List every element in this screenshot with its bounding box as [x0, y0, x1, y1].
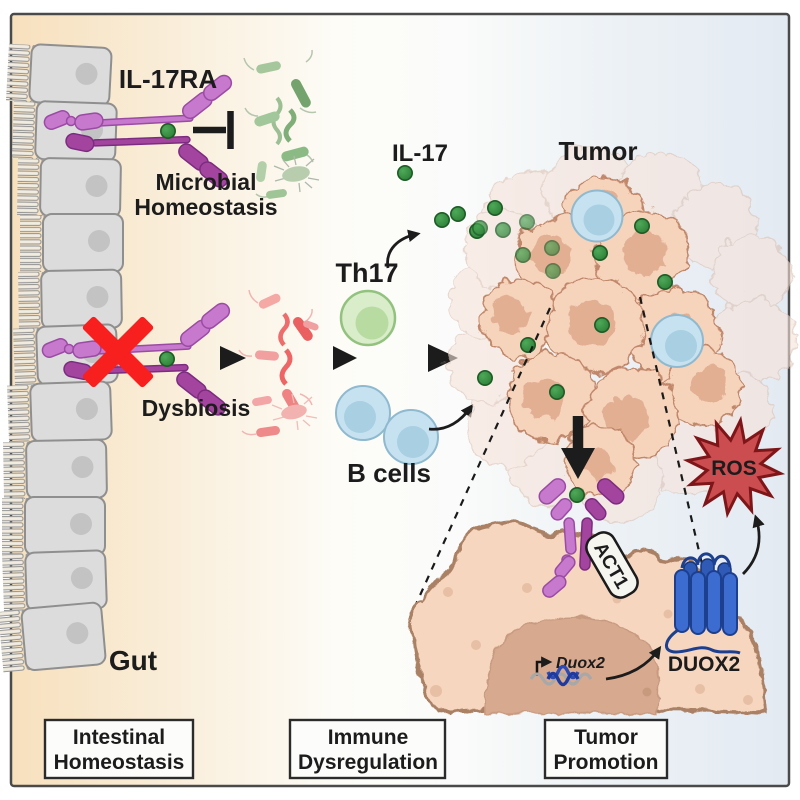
tumor-infiltrating-immune-cell [650, 314, 704, 368]
magnification-dashed-line [638, 296, 707, 578]
flagellated-bacterium-icon [273, 155, 320, 193]
curved-arrow-duox2-to-ros [742, 514, 765, 575]
il17-ligand-dot [159, 350, 175, 368]
stage-label-line2: Promotion [554, 751, 659, 774]
epithelial-cell [39, 157, 122, 219]
dysbiosis-label: Dysbiosis [142, 395, 251, 421]
epithelial-cell [24, 496, 106, 556]
duox2-gene-label: Duox2 [556, 655, 605, 672]
cell-nucleus [70, 567, 93, 590]
il17ra-label: IL-17RA [119, 64, 217, 94]
microbial-homeostasis-label-line2: Homeostasis [134, 194, 277, 220]
cell-nucleus [88, 230, 110, 252]
promoter-arrow-icon [535, 656, 553, 676]
dna-icon [529, 664, 593, 687]
epithelial-cell [42, 213, 124, 273]
cell-nucleus [75, 398, 98, 421]
stage-label-line1: Intestinal [73, 726, 165, 749]
il17-label: IL-17 [392, 140, 448, 167]
b-cells-label: B cells [347, 458, 431, 488]
th17-label: Th17 [335, 258, 398, 288]
il17-ligand-dot [396, 165, 414, 181]
arrow-right-icon [378, 344, 458, 372]
flagellated-bacterium-icon [271, 393, 318, 431]
epithelial-cell [40, 268, 123, 330]
cell-nucleus [75, 62, 98, 85]
inhibition-bar-icon [193, 111, 234, 149]
epithelial-cell [29, 380, 113, 443]
stage-label-line1: Immune [328, 726, 409, 749]
th17-cell [339, 289, 397, 347]
red-x-icon [82, 316, 154, 388]
stage-box-tumor-promotion: Tumor Promotion [543, 718, 669, 780]
epithelial-cell [28, 43, 113, 107]
zoomed-cell-nucleus [483, 614, 658, 713]
cell-nucleus [71, 456, 94, 479]
il17-ligand-dot [568, 486, 586, 504]
stage-label-line1: Tumor [574, 726, 638, 749]
curved-arrow-th17-to-il17 [386, 229, 421, 269]
dysbiotic-microbiota-icon [238, 289, 319, 438]
epithelial-cell [34, 100, 118, 163]
cell-nucleus [66, 622, 89, 645]
healthy-microbiota-icon [243, 49, 320, 199]
cell-nucleus [85, 174, 108, 197]
stage-label-line2: Dysregulation [298, 751, 438, 774]
stage-box-intestinal-homeostasis: Intestinal Homeostasis [43, 718, 195, 780]
tumor-cell-zoomed [406, 517, 766, 714]
duox2-protein-label: DUOX2 [668, 653, 740, 676]
tumor-label: Tumor [559, 136, 638, 166]
cell-nucleus [70, 513, 92, 535]
nucleus-speckle [642, 687, 652, 697]
ros-burst-icon: ROS [682, 415, 786, 519]
arrow-right-icon [189, 346, 246, 370]
epithelial-cell [24, 549, 108, 612]
curved-arrow-gene-to-protein [605, 645, 662, 681]
gut-label: Gut [109, 645, 157, 676]
epithelial-cell [25, 438, 108, 500]
stage-label-line2: Homeostasis [54, 751, 185, 774]
epithelial-cell [20, 601, 107, 672]
stage-box-immune-dysregulation: Immune Dysregulation [288, 718, 447, 780]
arrow-down-icon [561, 416, 595, 479]
b-cell [335, 385, 391, 441]
b-cell [383, 409, 439, 465]
duox2-gene: Duox2 [529, 655, 605, 687]
cell-nucleus [86, 286, 109, 309]
duox2-protein [665, 552, 741, 655]
ros-label: ROS [711, 457, 757, 480]
microbial-homeostasis-label-line1: Microbial [156, 169, 257, 195]
tumor-infiltrating-immune-cell [570, 189, 624, 243]
il17-ligand-dot [160, 123, 176, 139]
arrow-right-icon [317, 346, 357, 370]
